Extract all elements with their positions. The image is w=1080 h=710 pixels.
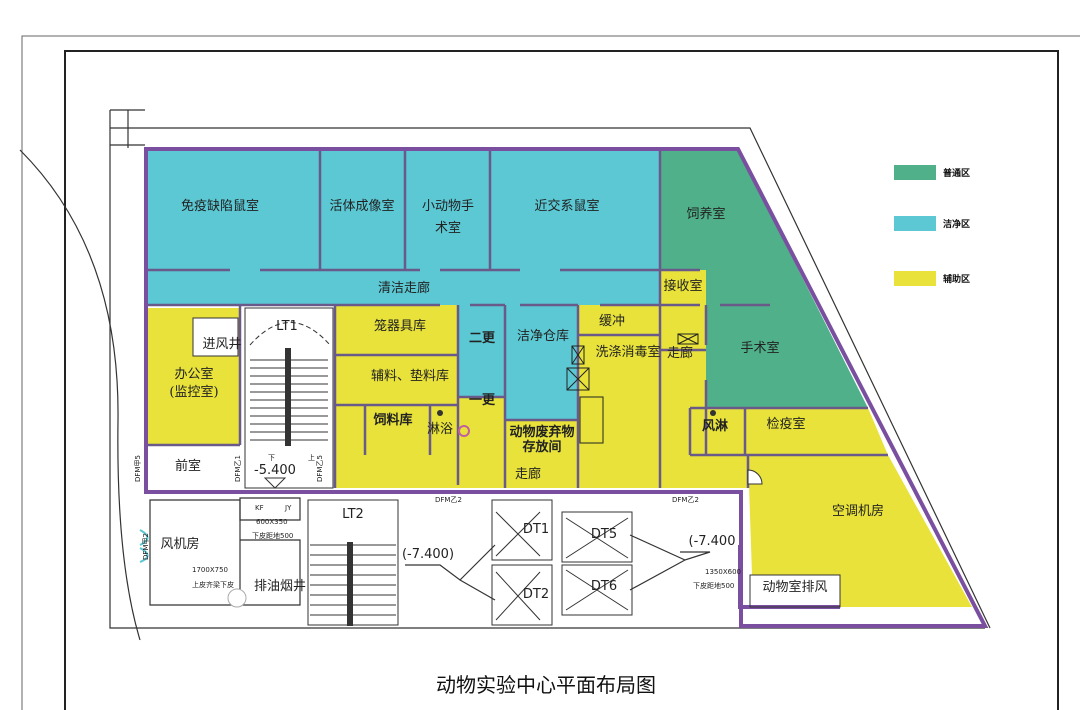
door-dfm-1: DFM甲5: [134, 455, 142, 482]
legend-swatch-clean: [894, 216, 936, 231]
legend-label-normal: 普通区: [943, 167, 970, 179]
air-intake-shaft: [192, 317, 239, 357]
anteroom-area: [148, 445, 240, 488]
elevators: [491, 499, 633, 626]
room-clean-warehouse: 洁净仓库: [517, 328, 569, 344]
room-quarantine: 检疫室: [766, 416, 805, 432]
room-corridor-small: 走廊: [667, 345, 693, 361]
animal-exhaust: 动物室排风: [762, 579, 827, 595]
room-fan: 风机房: [160, 536, 199, 552]
room-animal-waste-2: 存放间: [522, 439, 561, 455]
level-label-1: -5.400: [254, 463, 296, 478]
interior-walls: [148, 150, 888, 488]
room-small-animal-surgery-2: 术室: [435, 220, 461, 236]
room-anteroom: 前室: [175, 458, 201, 474]
room-second-change: 二更: [469, 331, 496, 346]
shaft-kf: KF: [255, 504, 264, 512]
shaft-jy: JY: [284, 504, 292, 512]
legend: 普通区 洁净区 辅助区: [894, 165, 970, 286]
level-label-2: (-7.400): [402, 547, 454, 562]
room-cage-storage: 笼器具库: [374, 318, 426, 334]
room-bedding-storage: 辅料、垫料库: [371, 368, 449, 384]
room-office-monitor: (监控室): [169, 384, 218, 400]
room-office: 办公室: [174, 366, 213, 382]
shower-head-icon: [437, 410, 443, 416]
animal-exhaust-shaft: [749, 574, 841, 608]
room-washing-disinfection: 洗涤消毒室: [595, 344, 660, 360]
room-surgery: 手术室: [740, 340, 779, 356]
stair-down: 下: [268, 454, 275, 462]
room-first-change: 一更: [469, 393, 496, 408]
room-inbred-mouse: 近交系鼠室: [534, 198, 599, 214]
room-ac: 空调机房: [832, 503, 884, 519]
stair-lt2: [307, 499, 399, 626]
door-dfm-6: DFM甲2: [142, 533, 150, 560]
note-2: 上皮齐梁下皮: [192, 580, 234, 589]
legend-label-auxiliary: 辅助区: [943, 273, 970, 285]
legend-label-clean: 洁净区: [943, 218, 970, 230]
elevator-dt5: DT5: [591, 527, 617, 542]
column-mark: [227, 588, 247, 608]
air-shower-icon: [710, 410, 716, 416]
air-intake-shaft-label: 进风井: [202, 337, 241, 352]
sterilizer: [579, 396, 604, 444]
room-animal-waste: 动物废弃物: [509, 424, 574, 440]
room-breeding: 饲养室: [686, 206, 725, 222]
note-1: 下皮距地500: [252, 531, 293, 540]
note-3: 下皮距地500: [693, 581, 734, 590]
legend-swatch-normal: [894, 165, 936, 180]
door-swing: [747, 469, 763, 485]
zone-normal: [660, 150, 868, 408]
door-dfm-3: DFM乙5: [316, 455, 324, 482]
elevator-dt6: DT6: [591, 579, 617, 594]
room-immunodeficient-mouse: 免疫缺陷鼠室: [181, 198, 259, 214]
inner-frame: [64, 50, 1059, 710]
room-in-vivo-imaging: 活体成像室: [329, 198, 394, 214]
sink-icon: [458, 425, 470, 437]
door-dfm-4: DFM乙2: [435, 496, 462, 504]
elevator-dt2: DT2: [523, 587, 549, 602]
clean-corridor: 清洁走廊: [378, 280, 430, 296]
size-3: 1350X600: [705, 568, 741, 576]
zone-boundary: [144, 147, 989, 628]
stair-lt2-label: LT2: [342, 507, 364, 522]
plan-title: 动物实验中心平面布局图: [436, 673, 656, 697]
room-feed-storage: 饲料库: [372, 412, 412, 428]
room-air-shower: 风淋: [702, 418, 728, 434]
room-shower: 淋浴: [427, 422, 453, 437]
room-small-animal-surgery: 小动物手: [422, 199, 474, 214]
size-1: 600X350: [256, 518, 288, 526]
corridor: 走廊: [515, 466, 541, 482]
room-receiving: 接收室: [663, 278, 702, 294]
legend-swatch-auxiliary: [894, 271, 936, 286]
size-2: 1700X750: [192, 566, 228, 574]
door-dfm-2: DFM乙1: [234, 455, 242, 482]
elevator-dt1: DT1: [523, 522, 549, 537]
stair-lt1: [244, 307, 334, 489]
stair-up: 上: [308, 453, 315, 462]
stair-lt1-label: LT1: [276, 319, 298, 334]
pass-box-icon: [566, 333, 699, 391]
exhaust-shaft: 排油烟井: [254, 579, 306, 594]
louver-icon: [139, 529, 149, 563]
level-label-3: (-7.400: [689, 534, 736, 549]
room-buffer: 缓冲: [599, 314, 625, 329]
outer-frame: [21, 35, 1080, 710]
zone-auxiliary: [148, 270, 972, 607]
door-dfm-5: DFM乙2: [672, 496, 699, 504]
site-lines: [19, 109, 991, 641]
